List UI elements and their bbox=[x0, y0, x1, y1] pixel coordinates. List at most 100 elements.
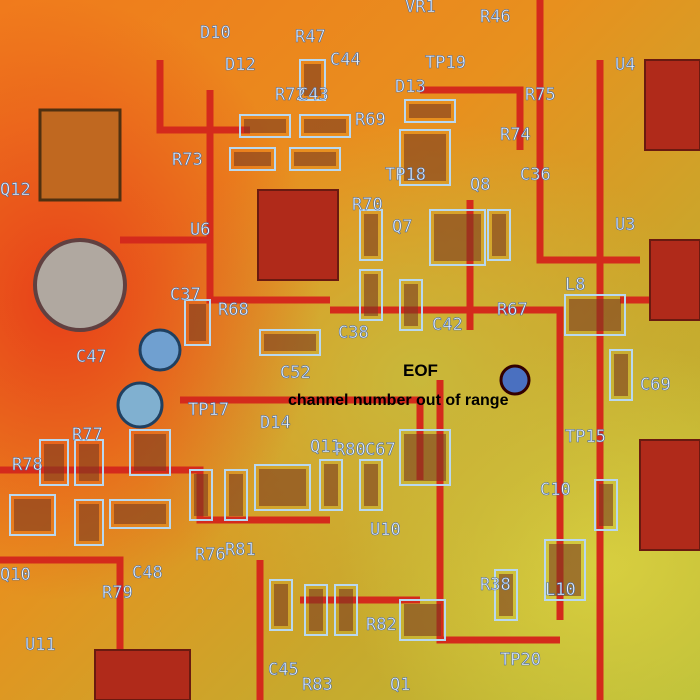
board-label: L8 bbox=[565, 275, 585, 295]
copper-trace bbox=[156, 60, 250, 134]
component-outline bbox=[39, 439, 69, 486]
board-label: L10 bbox=[545, 580, 576, 600]
board-label: U4 bbox=[615, 55, 635, 75]
board-label: C42 bbox=[432, 315, 463, 335]
component-body bbox=[409, 104, 451, 118]
component-outline bbox=[74, 439, 104, 486]
board-label: C44 bbox=[330, 50, 361, 70]
board-label: TP15 bbox=[565, 427, 606, 447]
board-label: C43 bbox=[298, 85, 329, 105]
ic-chip bbox=[94, 649, 191, 700]
board-label: R76 bbox=[195, 545, 226, 565]
component-outline bbox=[399, 599, 446, 641]
component-outline bbox=[224, 469, 248, 521]
board-label: D13 bbox=[395, 77, 426, 97]
component-body bbox=[404, 284, 418, 326]
component-outline bbox=[319, 459, 343, 511]
component-outline bbox=[359, 459, 383, 511]
component-body bbox=[259, 469, 306, 506]
board-label: U10 bbox=[370, 520, 401, 540]
component-outline bbox=[229, 147, 276, 171]
board-label: R72 bbox=[275, 85, 306, 105]
component-body bbox=[44, 444, 64, 481]
component-body bbox=[549, 544, 581, 596]
test-point bbox=[499, 364, 531, 396]
board-label: Q12 bbox=[0, 180, 31, 200]
board-label: R68 bbox=[218, 300, 249, 320]
board-label: R38 bbox=[480, 575, 511, 595]
component-outline bbox=[269, 579, 293, 631]
board-label: R69 bbox=[355, 110, 386, 130]
board-label: R73 bbox=[172, 150, 203, 170]
component-outline bbox=[74, 499, 104, 546]
board-label: C52 bbox=[280, 363, 311, 383]
component-body bbox=[134, 434, 166, 471]
board-label: Q1 bbox=[390, 675, 410, 695]
component-body bbox=[404, 604, 441, 636]
board-label: R82 bbox=[366, 615, 397, 635]
board-label: C36 bbox=[520, 165, 551, 185]
board-label: C45 bbox=[268, 660, 299, 680]
component-body bbox=[599, 484, 613, 526]
board-label: VR1 bbox=[405, 0, 436, 17]
ic-chip bbox=[639, 439, 700, 551]
component-body bbox=[244, 119, 286, 133]
component-outline bbox=[184, 299, 211, 346]
board-label: R67 bbox=[497, 300, 528, 320]
board-label: R46 bbox=[480, 7, 511, 27]
board-label: C37 bbox=[170, 285, 201, 305]
component-outline bbox=[299, 114, 351, 138]
board-label: D14 bbox=[260, 413, 291, 433]
board-label: C47 bbox=[76, 347, 107, 367]
component-outline bbox=[494, 569, 518, 621]
capacitor bbox=[138, 328, 182, 372]
board-label: D12 bbox=[225, 55, 256, 75]
board-label: C69 bbox=[640, 375, 671, 395]
component-body bbox=[309, 589, 323, 631]
component-outline bbox=[594, 479, 618, 531]
copper-trace bbox=[420, 86, 524, 150]
component-body bbox=[274, 584, 288, 626]
component-outline bbox=[239, 114, 291, 138]
component-body bbox=[404, 434, 446, 481]
ic-chip bbox=[649, 239, 700, 321]
board-label: R81 bbox=[225, 540, 256, 560]
board-label: R47 bbox=[295, 27, 326, 47]
component-body bbox=[434, 214, 481, 261]
component-body bbox=[404, 134, 446, 181]
board-label: U6 bbox=[190, 220, 210, 240]
board-label: R74 bbox=[500, 125, 531, 145]
board-label: TP20 bbox=[500, 650, 541, 670]
board-label: R80 bbox=[335, 440, 366, 460]
board-label: TP19 bbox=[425, 53, 466, 73]
component-outline bbox=[299, 59, 326, 101]
error-title: EOF bbox=[403, 361, 438, 380]
component-body bbox=[304, 119, 346, 133]
component-body bbox=[324, 464, 338, 506]
component-body bbox=[499, 574, 513, 616]
board-label: U3 bbox=[615, 215, 635, 235]
component-body bbox=[364, 274, 378, 316]
board-label: C10 bbox=[540, 480, 571, 500]
component-outline bbox=[487, 209, 511, 261]
copper-trace bbox=[536, 0, 640, 264]
component-outline bbox=[289, 147, 341, 171]
component-body bbox=[492, 214, 506, 256]
component-outline bbox=[129, 429, 171, 476]
component-body bbox=[79, 504, 99, 541]
board-label: C67 bbox=[365, 440, 396, 460]
component-outline bbox=[564, 294, 626, 336]
board-label: TP18 bbox=[385, 165, 426, 185]
component-body bbox=[614, 354, 628, 396]
component-body bbox=[364, 214, 378, 256]
component-body bbox=[234, 152, 271, 166]
component-body bbox=[339, 589, 353, 631]
board-label: R83 bbox=[302, 675, 333, 695]
board-label: R78 bbox=[12, 455, 43, 475]
board-label: U11 bbox=[25, 635, 56, 655]
ic-chip bbox=[644, 59, 700, 151]
capacitor bbox=[33, 238, 127, 332]
component-body bbox=[14, 499, 51, 531]
